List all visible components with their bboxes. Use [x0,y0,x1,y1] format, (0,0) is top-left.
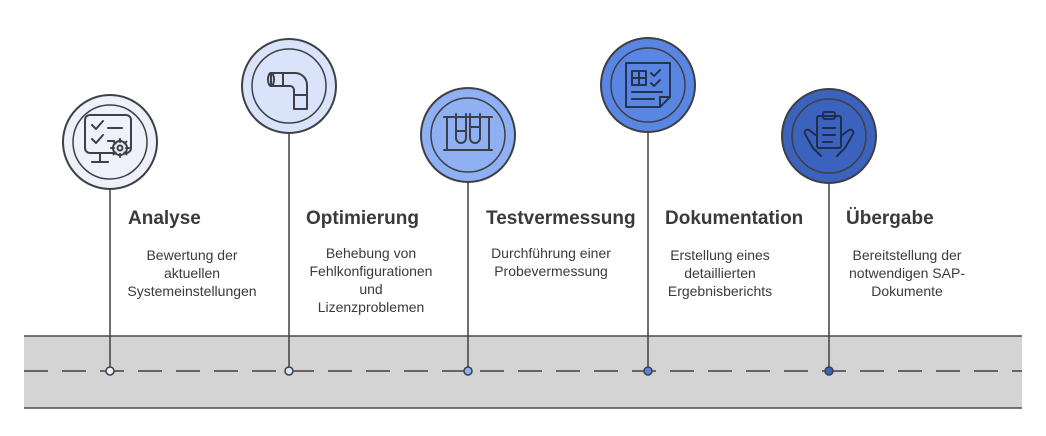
step-inner-ring-uebergabe [791,98,867,174]
step-inner-ring-dokumentation [610,47,686,123]
pin-dot-uebergabe [824,366,834,376]
milestone-pins [62,37,877,376]
step-inner-ring-optimierung [251,48,327,124]
pin-dot-dokumentation [643,366,653,376]
test-tubes-icon [443,113,493,151]
step-title-testvermessung: Testvermessung [486,208,636,229]
step-title-analyse: Analyse [128,208,201,229]
road-band [24,336,1022,408]
step-inner-ring-analyse [72,104,148,180]
pin-dot-testvermessung [463,366,473,376]
step-title-optimierung: Optimierung [306,208,419,229]
step-desc-analyse: Bewertung der aktuellen Systemeinstellun… [127,247,257,299]
step-circle-dokumentation [600,37,696,133]
step-desc-testvermessung: Durchführung einer Probevermessung [491,245,611,279]
report-document-icon [625,62,671,108]
checklist-gear-icon [84,114,132,163]
step-desc-dokumentation: Erstellung eines detaillierten Ergebnisb… [667,247,773,299]
step-title-dokumentation: Dokumentation [665,208,804,229]
pin-dot-optimierung [284,366,294,376]
step-circle-testvermessung [420,87,516,183]
step-inner-ring-testvermessung [430,97,506,173]
pin-dot-analyse [105,366,115,376]
step-desc-uebergabe: Bereitstellung der notwendigen SAP- Doku… [849,247,965,299]
pipe-elbow-icon [267,72,308,110]
step-desc-optimierung: Behebung von Fehlkonfigurationen und Liz… [309,245,433,315]
clipboard-handover-icon [803,111,855,157]
step-title-uebergabe: Übergabe [846,208,934,229]
